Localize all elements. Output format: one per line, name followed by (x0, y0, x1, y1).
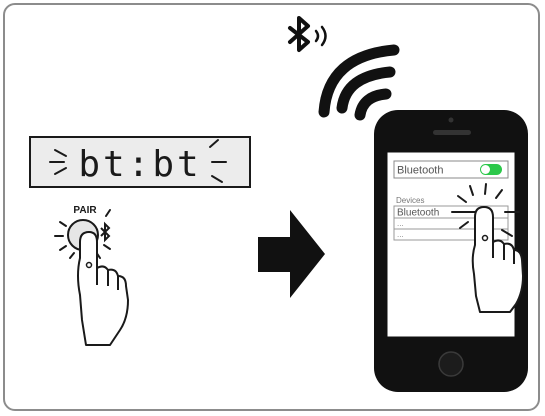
bluetooth-toggle[interactable] (480, 164, 502, 175)
devices-header: Devices (396, 196, 424, 205)
device-item-1[interactable]: ... (397, 219, 404, 228)
device-item-0[interactable]: Bluetooth (397, 208, 439, 219)
wifi-signal-icon (324, 50, 394, 115)
speaker-display: bt:bt (30, 137, 250, 187)
bluetooth-waves (316, 27, 326, 45)
bluetooth-icon (290, 18, 308, 50)
pair-label: PAIR (73, 205, 97, 216)
finger-press-icon (78, 232, 128, 345)
bluetooth-small-icon (101, 224, 109, 240)
bluetooth-setting-label: Bluetooth (397, 165, 443, 177)
arrow-right-icon (258, 210, 325, 298)
device-item-2[interactable]: ... (397, 230, 404, 239)
display-text: bt:bt (78, 144, 201, 185)
